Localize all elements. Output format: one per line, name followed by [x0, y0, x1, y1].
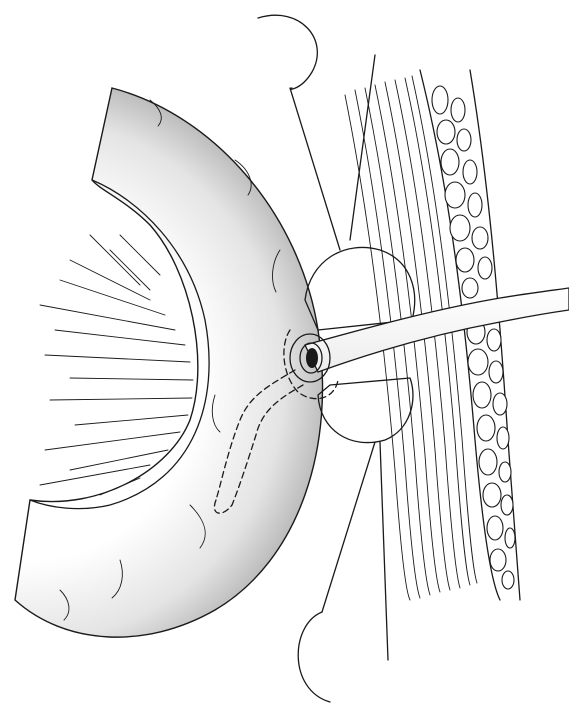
fat-cell — [497, 427, 509, 449]
fat-cell — [468, 349, 488, 375]
mucosal-fold-line — [70, 260, 150, 300]
lower-retractor-shaft — [380, 442, 388, 660]
tube-lumen — [306, 348, 318, 368]
mucosal-fold-line — [60, 280, 165, 315]
fat-cell — [450, 215, 470, 241]
mucosal-fold-line — [120, 235, 160, 275]
fat-cell — [441, 149, 459, 175]
bowel-wall — [15, 88, 323, 637]
bowel-loop — [15, 88, 323, 637]
fat-cell — [478, 257, 492, 279]
fat-cell — [456, 248, 474, 272]
balloon-upper-lobe — [305, 247, 415, 330]
mucosal-fold-line — [75, 415, 188, 425]
fat-cell — [473, 382, 491, 408]
mucosal-fold-line — [45, 355, 190, 362]
mucosal-fold-line — [90, 235, 140, 285]
fat-cell — [462, 278, 478, 298]
balloon-lower-lobe — [318, 378, 413, 443]
upper-retractor-shaft — [290, 88, 340, 250]
mucosal-fold-line — [55, 330, 185, 345]
fat-cell — [479, 449, 497, 475]
fat-cell — [505, 528, 515, 548]
fat-cell — [472, 227, 488, 249]
fat-cell — [487, 329, 501, 351]
fat-cell — [432, 86, 448, 114]
upper-retractor-hook — [258, 15, 317, 89]
lower-retractor-shaft — [322, 442, 375, 612]
fat-cell — [490, 549, 506, 571]
mucosal-fold-line — [50, 398, 192, 400]
mucosal-fold-line — [40, 305, 175, 330]
fat-cell — [445, 182, 465, 208]
mucosal-fold-line — [70, 378, 193, 380]
fat-cell — [483, 483, 501, 507]
fat-cell — [477, 415, 495, 441]
fat-cell — [487, 516, 503, 540]
fat-cell — [451, 98, 465, 122]
fat-cell — [499, 462, 511, 482]
fat-cell — [468, 193, 482, 217]
fat-cell — [437, 120, 455, 144]
fat-cell — [463, 160, 477, 184]
mucosal-fold-line — [110, 250, 150, 290]
upper-retractor-shaft — [350, 55, 375, 240]
fat-cell — [501, 495, 513, 515]
fat-cell — [493, 393, 507, 415]
fat-cell — [502, 571, 514, 589]
fat-cell — [489, 361, 503, 383]
lower-retractor-hook — [298, 612, 330, 702]
lower-retractor — [298, 442, 388, 702]
mucosal-fold-line — [45, 432, 180, 450]
fat-cell — [457, 129, 471, 151]
